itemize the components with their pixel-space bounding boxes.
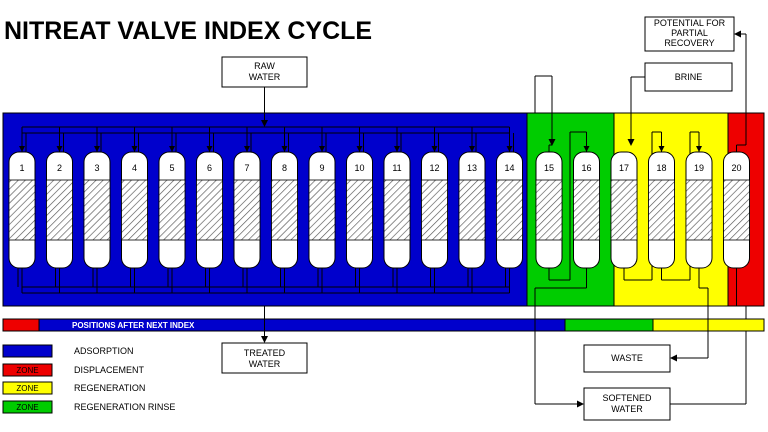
svg-text:ZONE: ZONE	[16, 366, 38, 375]
vessel-number: 19	[694, 163, 704, 173]
vessel-number: 3	[94, 163, 99, 173]
vessel-number: 5	[169, 163, 174, 173]
svg-text:REGENERATION: REGENERATION	[74, 383, 145, 393]
next-index-label: POSITIONS AFTER NEXT INDEX	[72, 321, 195, 330]
svg-text:WATER: WATER	[249, 359, 281, 369]
svg-text:DISPLACEMENT: DISPLACEMENT	[74, 365, 145, 375]
vessel-number: 2	[57, 163, 62, 173]
svg-text:WATER: WATER	[611, 404, 643, 414]
vessel-6: 6	[196, 151, 223, 269]
vessel-11: 11	[383, 151, 411, 269]
vessel-number: 1	[19, 163, 24, 173]
next-index-displacement	[2, 318, 40, 332]
svg-text:SOFTENED: SOFTENED	[602, 393, 652, 403]
vessel-number: 9	[319, 163, 324, 173]
vessel-number: 15	[544, 163, 554, 173]
vessel-18: 18	[648, 151, 675, 269]
waste-box: WASTE	[583, 344, 671, 373]
svg-text:TREATED: TREATED	[244, 348, 286, 358]
svg-text:POTENTIAL FOR: POTENTIAL FOR	[654, 18, 726, 28]
vessel-2: 2	[46, 151, 73, 269]
svg-text:WASTE: WASTE	[611, 353, 643, 363]
vessel-number: 12	[429, 163, 439, 173]
page-title: NITREAT VALVE INDEX CYCLE	[4, 17, 372, 45]
svg-text:RECOVERY: RECOVERY	[664, 38, 714, 48]
vessel-number: 14	[504, 163, 514, 173]
legend-item-regeneration: ZONE REGENERATION	[2, 381, 145, 395]
svg-text:WATER: WATER	[249, 72, 281, 82]
vessel-number: 17	[619, 163, 629, 173]
legend-item-displacement: ZONE DISPLACEMENT	[2, 363, 145, 377]
vessel-8: 8	[271, 151, 298, 269]
brine-box: BRINE	[644, 62, 733, 92]
potential-recovery-box: POTENTIAL FOR PARTIAL RECOVERY	[644, 16, 735, 52]
vessel-20: 20	[723, 151, 750, 269]
piping	[17, 126, 747, 404]
vessel-number: 7	[244, 163, 249, 173]
vessel-15: 15	[535, 151, 563, 269]
vessel-7: 7	[233, 151, 261, 269]
next-index-rinse	[564, 318, 654, 332]
vessel-number: 16	[581, 163, 591, 173]
vessel-9: 9	[308, 151, 336, 269]
vessel-number: 18	[656, 163, 666, 173]
vessel-number: 20	[731, 163, 741, 173]
vessel-number: 4	[132, 163, 137, 173]
vessel-number: 6	[207, 163, 212, 173]
svg-text:ZONE: ZONE	[16, 347, 38, 356]
vessel-number: 11	[392, 163, 401, 173]
svg-text:ADSORPTION: ADSORPTION	[74, 346, 134, 356]
legend: ZONE ADSORPTION ZONE DISPLACEMENT ZONE REGENE…	[2, 344, 175, 414]
vessel-14: 14	[496, 151, 523, 269]
vessel-10: 10	[346, 151, 373, 269]
svg-text:REGENERATION RINSE: REGENERATION RINSE	[74, 402, 175, 412]
svg-text:PARTIAL: PARTIAL	[671, 28, 708, 38]
svg-text:ZONE: ZONE	[16, 403, 38, 412]
svg-text:ZONE: ZONE	[16, 384, 38, 393]
raw-water-box: RAW WATER	[221, 56, 308, 88]
vessel-4: 4	[121, 151, 148, 269]
vessel-12: 12	[421, 151, 448, 269]
legend-item-regeneration-rinse: ZONE REGENERATION RINSE	[2, 400, 175, 414]
adsorption-zone	[2, 112, 528, 307]
svg-text:BRINE: BRINE	[675, 72, 703, 82]
vessel-3: 3	[83, 151, 111, 269]
treated-water-box: TREATED WATER	[221, 342, 308, 374]
svg-text:RAW: RAW	[254, 61, 275, 71]
vessel-number: 10	[354, 163, 364, 173]
external-lines	[261, 30, 747, 408]
vessel-1: 1	[8, 151, 36, 269]
vessel-17: 17	[610, 151, 638, 269]
vessel-16: 16	[573, 151, 600, 269]
vessel-5: 5	[158, 151, 186, 269]
softened-water-box: SOFTENED WATER	[583, 387, 671, 421]
vessel-number: 8	[282, 163, 287, 173]
legend-item-adsorption: ZONE ADSORPTION	[2, 344, 134, 358]
vessel-number: 13	[467, 163, 477, 173]
vessel-13: 13	[458, 151, 486, 269]
vessel-19: 19	[685, 151, 713, 269]
